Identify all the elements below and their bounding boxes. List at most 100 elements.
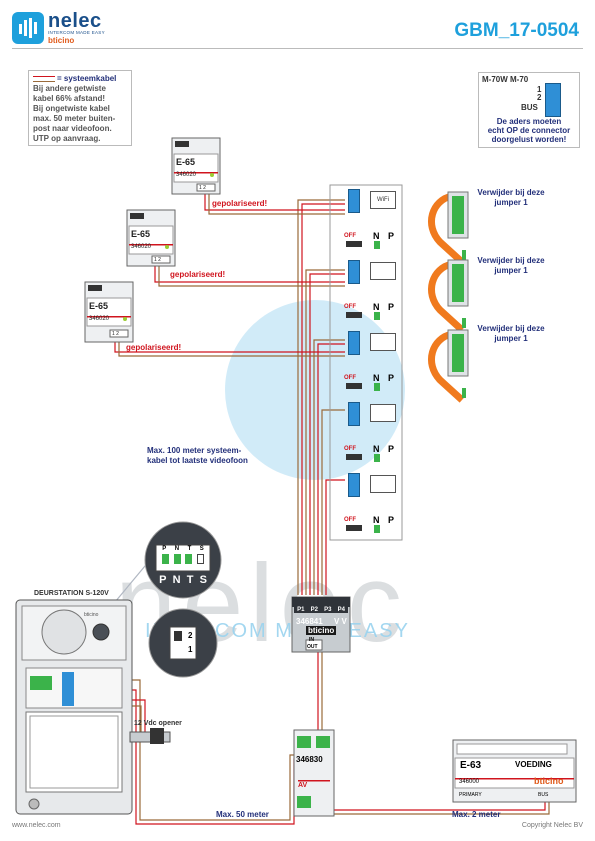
off-switch xyxy=(346,454,362,460)
off-switch-label: OFF xyxy=(344,304,356,310)
e65-model-label: E-65 xyxy=(176,157,196,167)
e65-code-label: 346020 xyxy=(131,244,152,250)
monitor-unit: OFF N P xyxy=(344,471,400,535)
selector-label-2: 2 xyxy=(188,631,193,640)
jumper-callout-3 xyxy=(428,329,469,403)
e65-supply-2 xyxy=(126,209,176,267)
jumper-callout-2 xyxy=(428,259,469,333)
dip-label: T xyxy=(186,574,194,586)
dip-bottom-labels: P N T S xyxy=(156,574,210,586)
e65-model-label: E-65 xyxy=(89,301,109,311)
legend-cable-label: = systeemkabel xyxy=(57,74,117,83)
port-label: P3 xyxy=(324,607,332,613)
supply-cable xyxy=(154,262,345,283)
interface-code: 346830 xyxy=(296,755,323,764)
polarity-warning: gepolariseerd! xyxy=(212,199,268,208)
legend-line: max. 50 meter buiten- xyxy=(33,114,116,123)
riser-cable xyxy=(297,199,345,595)
jumper-note: Verwijder bij deze jumper 1 xyxy=(477,188,545,207)
brand-sub: bticino xyxy=(48,36,75,45)
document-code: GBM_17-0504 xyxy=(454,20,579,41)
jumper-n-label: N xyxy=(373,515,380,525)
jumper-note: Verwijder bij deze jumper 1 xyxy=(477,256,545,275)
terminal-block xyxy=(348,189,360,213)
monitor-screen xyxy=(370,404,396,422)
supply-title: VOEDING xyxy=(515,760,552,769)
jumper-p-label: P xyxy=(388,444,395,454)
jumper-green xyxy=(374,241,380,249)
off-switch xyxy=(346,383,362,389)
dip-label: N xyxy=(172,574,181,586)
polarity-warning: gepolariseerd! xyxy=(126,343,182,352)
door-station-panel xyxy=(15,599,133,815)
dip-top-labels: P N T S xyxy=(158,546,208,552)
terminal-block xyxy=(348,260,360,284)
connector-terminal-1: 1 xyxy=(537,85,542,94)
jumper-green xyxy=(374,312,380,320)
main-supply-e63 xyxy=(452,739,577,803)
dip-label: S xyxy=(199,574,207,586)
terminal-block xyxy=(348,473,360,497)
supply-model: E-63 xyxy=(460,760,482,771)
header-divider xyxy=(12,48,583,49)
off-switch-label: OFF xyxy=(344,517,356,523)
supply-brand: bticino xyxy=(534,776,564,786)
interface-av: AV xyxy=(298,782,308,789)
distributor-brand: bticino xyxy=(306,626,337,635)
door-station-title: DEURSTATION S-120V xyxy=(34,590,109,597)
selector-label-1: 1 xyxy=(188,645,193,654)
door-station-brand: bticino xyxy=(84,612,99,618)
supply-cable xyxy=(114,340,345,353)
connector-terminal-2: 2 xyxy=(537,93,542,102)
dip-switch-levers xyxy=(160,554,206,564)
monitor-unit: OFF N P xyxy=(344,329,400,393)
monitor-screen: WiFi xyxy=(370,191,396,209)
connector-note-box: M-70W M-70 1 2 BUS De aders moeten echt … xyxy=(478,72,580,148)
supply-cable xyxy=(204,190,345,211)
footer-website[interactable]: www.nelec.com xyxy=(12,822,61,829)
e65-terminal-label: 1 2 xyxy=(154,257,161,263)
riser-cable xyxy=(325,479,345,595)
opener-label: 12 Vdc opener xyxy=(134,720,182,727)
polarity-warning: gepolariseerd! xyxy=(170,270,226,279)
monitor-screen xyxy=(370,333,396,351)
riser-cable xyxy=(309,273,345,595)
distributor-code: 346841 xyxy=(296,617,323,626)
monitor-unit: OFF N P xyxy=(344,258,400,322)
nelec-logo-icon xyxy=(12,12,44,44)
supply-cable xyxy=(208,190,345,215)
distributor-ports: P1 P2 P3 P4 xyxy=(294,607,348,613)
dip-label: N xyxy=(174,546,180,552)
system-cable-note: Max. 100 meter systeem- kabel tot laatst… xyxy=(147,446,248,465)
monitor-column xyxy=(329,184,403,541)
off-switch-label: OFF xyxy=(344,446,356,452)
riser-cable xyxy=(305,269,345,595)
jumper-n-label: N xyxy=(373,231,380,241)
riser-cable xyxy=(321,409,345,595)
e65-terminal-label: 1 2 xyxy=(199,185,206,191)
cable-legend-swatch xyxy=(33,76,55,82)
connector-bus-label: BUS xyxy=(521,103,538,112)
monitor-unit: WiFi OFF N P xyxy=(344,187,400,251)
door-opener xyxy=(129,728,171,744)
off-switch xyxy=(346,312,362,318)
dip-label: P xyxy=(159,574,167,586)
jumper-green xyxy=(374,383,380,391)
jumper-n-label: N xyxy=(373,373,380,383)
legend-line: Bij ongetwiste kabel xyxy=(33,104,110,113)
legend-line: Bij andere getwiste xyxy=(33,84,106,93)
legend-line: post naar videofoon. xyxy=(33,124,112,133)
interface-346830 xyxy=(293,729,335,817)
jumper-n-label: N xyxy=(373,444,380,454)
jumper-note: Verwijder bij deze jumper 1 xyxy=(477,324,545,343)
port-label: P1 xyxy=(297,607,305,613)
off-switch xyxy=(346,241,362,247)
supply-bus: BUS xyxy=(538,792,549,798)
brand-name: nelec xyxy=(48,10,102,32)
brand-tagline: INTERCOM MADE EASY xyxy=(48,30,105,35)
port-label: P4 xyxy=(337,607,345,613)
supply-link-cable xyxy=(330,800,546,811)
jumper-green xyxy=(374,454,380,462)
monitor-screen xyxy=(370,262,396,280)
